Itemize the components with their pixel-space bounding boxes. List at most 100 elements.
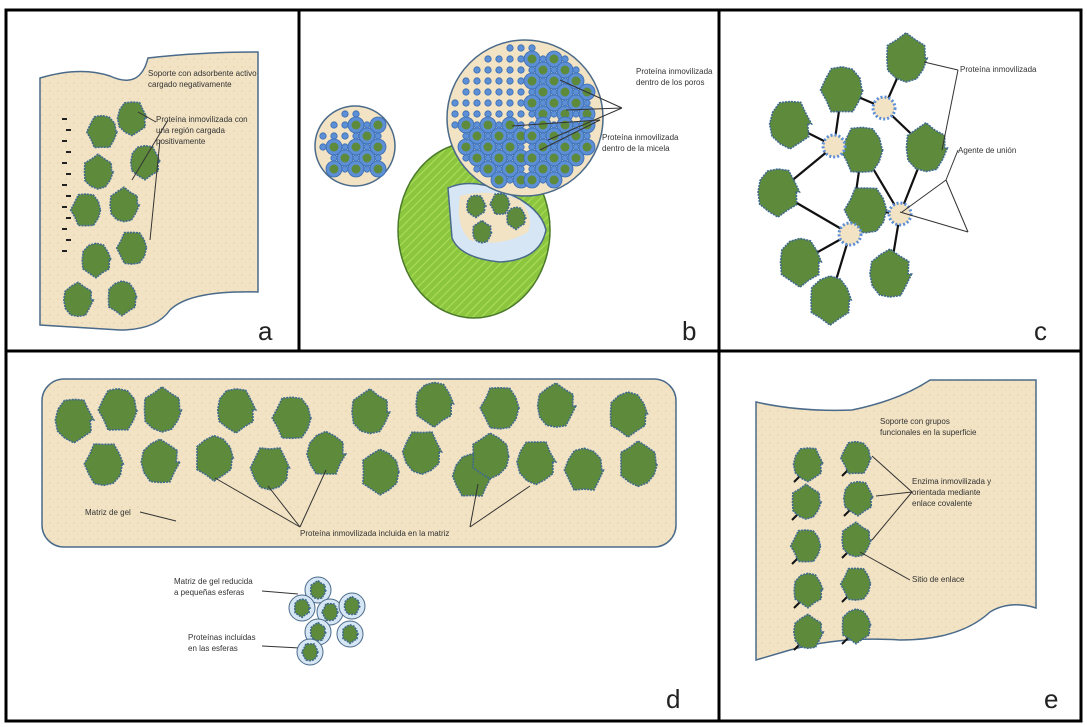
pore-small bbox=[496, 144, 502, 150]
binding-agent-node bbox=[839, 223, 861, 245]
pore-small bbox=[485, 155, 491, 161]
pore-small bbox=[496, 78, 502, 84]
pore-small bbox=[342, 111, 348, 117]
protein-blob bbox=[870, 249, 912, 297]
pore-small bbox=[529, 144, 535, 150]
pore-small bbox=[496, 166, 502, 172]
pore-small bbox=[342, 166, 348, 172]
pores-label: Proteína inmovilizada dentro de los poro… bbox=[636, 67, 715, 87]
binding-site-label: Sitio de enlace bbox=[912, 575, 965, 584]
pore-protein bbox=[583, 143, 592, 152]
pore-small bbox=[518, 100, 524, 106]
pore-protein bbox=[572, 154, 581, 163]
pore-protein bbox=[528, 55, 537, 64]
pore-protein bbox=[352, 143, 361, 152]
pore-protein bbox=[550, 154, 559, 163]
pore-protein bbox=[495, 176, 504, 185]
pore-small bbox=[507, 78, 513, 84]
pore-small bbox=[507, 111, 513, 117]
pore-small bbox=[540, 133, 546, 139]
pore-small bbox=[452, 111, 458, 117]
pore-small bbox=[353, 111, 359, 117]
pore-small bbox=[518, 78, 524, 84]
pore-small bbox=[331, 133, 337, 139]
pore-protein bbox=[572, 99, 581, 108]
gel-spheres-label-line-2: a pequeñas esferas bbox=[174, 588, 244, 597]
pore-small bbox=[551, 111, 557, 117]
pore-small bbox=[507, 133, 513, 139]
pore-small bbox=[507, 177, 513, 183]
support-label-line-2: funcionales en la superficie bbox=[880, 428, 977, 437]
pore-protein bbox=[330, 165, 339, 174]
pore-small bbox=[485, 100, 491, 106]
pore-small bbox=[551, 67, 557, 73]
pore-small bbox=[496, 100, 502, 106]
pore-protein bbox=[528, 176, 537, 185]
pore-small bbox=[485, 56, 491, 62]
pore-small bbox=[529, 111, 535, 117]
pore-small bbox=[496, 67, 502, 73]
pore-small bbox=[452, 122, 458, 128]
protein-blob bbox=[887, 33, 927, 82]
protein-label: Proteína inmovilizada bbox=[960, 65, 1037, 74]
negative-charge-mark bbox=[66, 195, 71, 197]
panel-a: Soporte con adsorbente activo cargado ne… bbox=[40, 52, 273, 346]
pore-protein bbox=[528, 99, 537, 108]
pore-small bbox=[529, 166, 535, 172]
pore-small bbox=[540, 177, 546, 183]
pore-small bbox=[452, 100, 458, 106]
pore-protein bbox=[528, 132, 537, 141]
pore-protein bbox=[484, 143, 493, 152]
pore-small bbox=[342, 133, 348, 139]
pore-protein bbox=[539, 121, 548, 130]
binding-agent-label: Agente de unión bbox=[958, 146, 1016, 155]
negative-charge-mark bbox=[62, 140, 67, 142]
negative-charge-mark bbox=[66, 239, 71, 241]
protein-blob bbox=[811, 276, 851, 325]
pore-protein bbox=[374, 143, 383, 152]
pore-small bbox=[364, 122, 370, 128]
panel-d-letter: d bbox=[666, 684, 680, 714]
negative-charge-mark bbox=[62, 250, 67, 252]
pores-label-line-1: Proteína inmovilizada bbox=[636, 67, 713, 76]
pore-protein bbox=[473, 154, 482, 163]
pore-protein bbox=[484, 121, 493, 130]
pore-small bbox=[474, 67, 480, 73]
pore-small bbox=[353, 133, 359, 139]
pore-protein bbox=[473, 132, 482, 141]
pore-small bbox=[474, 122, 480, 128]
protein-in-spheres-label-line-1: Proteínas incluidas bbox=[188, 633, 256, 642]
pore-small bbox=[529, 45, 535, 51]
pore-protein bbox=[363, 154, 372, 163]
pore-small bbox=[507, 155, 513, 161]
pore-small bbox=[507, 100, 513, 106]
pore-protein bbox=[363, 132, 372, 141]
pore-small bbox=[474, 100, 480, 106]
gel-sphere-cluster bbox=[289, 577, 365, 665]
protein-label-line-1: Proteína inmovilizada con bbox=[156, 115, 248, 124]
pore-small bbox=[364, 166, 370, 172]
pore-small bbox=[540, 155, 546, 161]
pore-protein bbox=[506, 165, 515, 174]
protein-blob bbox=[770, 102, 812, 149]
protein-blob bbox=[490, 194, 509, 215]
pore-protein bbox=[539, 165, 548, 174]
pore-small bbox=[573, 67, 579, 73]
enzyme-label-line-3: enlace covalente bbox=[912, 499, 973, 508]
panel-a-letter: a bbox=[258, 316, 273, 346]
negative-charge-mark bbox=[62, 162, 67, 164]
pore-protein bbox=[462, 121, 471, 130]
negative-charge-mark bbox=[66, 129, 71, 131]
pore-small bbox=[474, 166, 480, 172]
pore-small bbox=[485, 89, 491, 95]
support-label-line-1: Soporte con adsorbente activo bbox=[148, 69, 257, 78]
pore-small bbox=[518, 89, 524, 95]
protein-group bbox=[758, 33, 947, 325]
pore-small bbox=[518, 45, 524, 51]
pores-label-line-2: dentro de los poros bbox=[636, 78, 705, 87]
pore-small bbox=[320, 133, 326, 139]
pore-small bbox=[496, 122, 502, 128]
panel-e: Soporte con grupos funcionales en la sup… bbox=[756, 380, 1058, 714]
binding-agent-node bbox=[873, 97, 895, 119]
